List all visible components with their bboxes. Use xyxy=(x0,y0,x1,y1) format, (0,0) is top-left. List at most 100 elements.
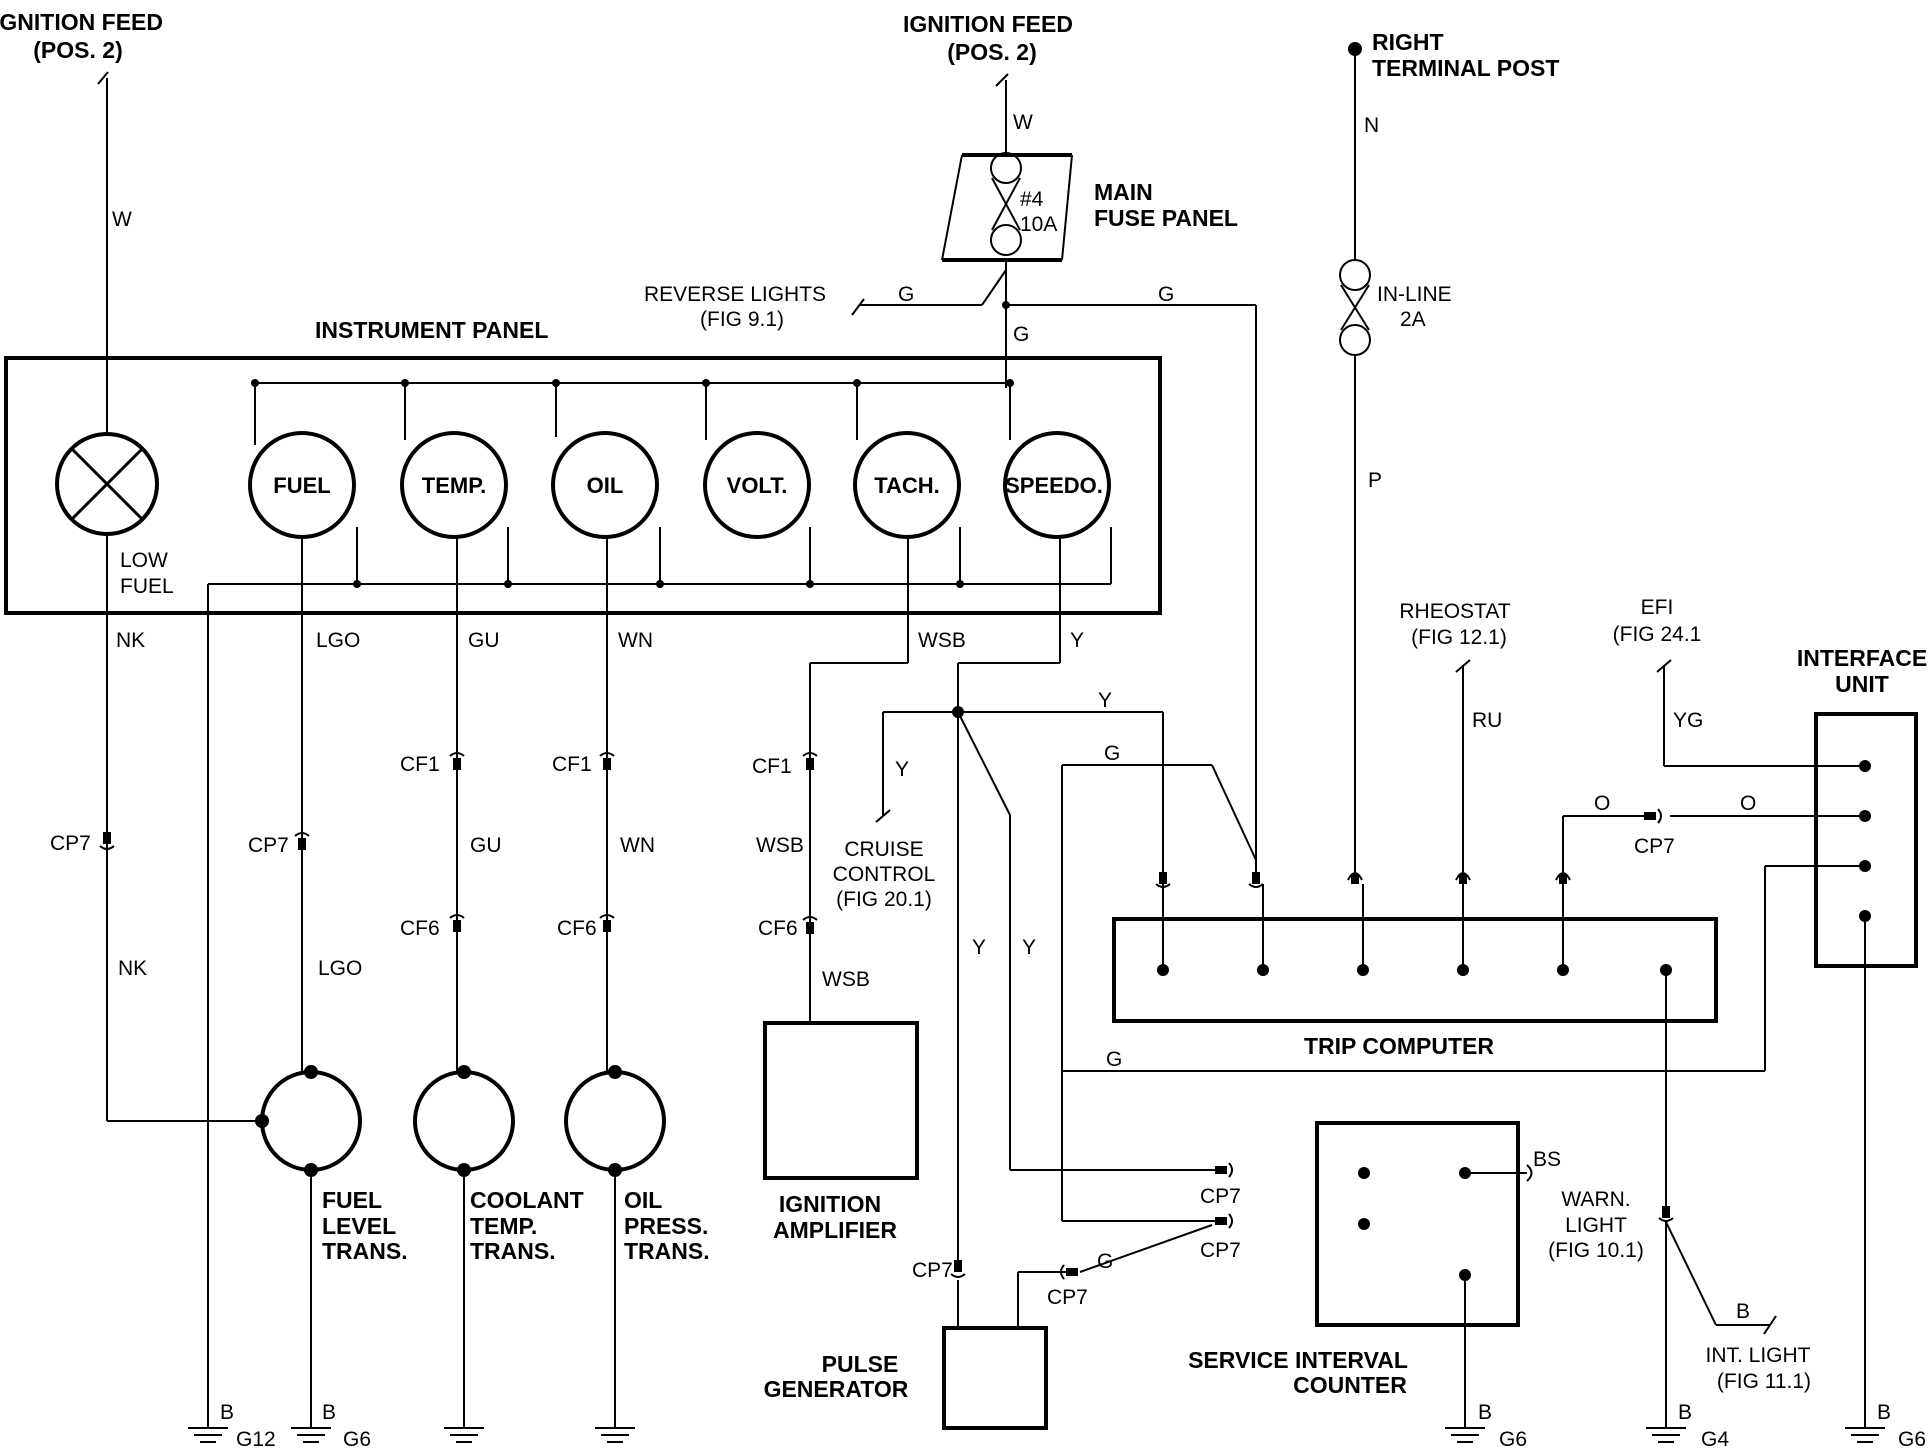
svg-text:G: G xyxy=(1104,742,1120,765)
label-cruise-3: (FIG 20.1) xyxy=(836,888,932,911)
main-fuse-panel xyxy=(941,152,1073,262)
gauge-label-speedo: SPEEDO. xyxy=(1005,473,1103,498)
svg-text:WSB: WSB xyxy=(756,834,804,857)
svg-text:CP7: CP7 xyxy=(248,834,289,857)
connector-labels: CP7 CP7 CP7 CP7 CP7 CP7 CP7 CF1 CF1 CF1 … xyxy=(50,753,1675,1309)
svg-text:GU: GU xyxy=(470,834,502,857)
label-rheostat-2: (FIG 12.1) xyxy=(1411,626,1507,649)
svg-text:G: G xyxy=(1158,283,1174,306)
label-cruise-2: CONTROL xyxy=(833,863,936,886)
label-fuel-trans-2: LEVEL xyxy=(322,1213,396,1239)
svg-text:CF6: CF6 xyxy=(557,917,597,940)
label-main-fuse-2: FUSE PANEL xyxy=(1094,205,1238,231)
label-right-terminal-1: RIGHT xyxy=(1372,29,1444,55)
svg-text:YG: YG xyxy=(1673,709,1703,732)
svg-text:LGO: LGO xyxy=(316,629,360,652)
label-coolant-3: TRANS. xyxy=(470,1238,556,1264)
svg-text:CF1: CF1 xyxy=(552,753,592,776)
svg-text:G6: G6 xyxy=(343,1428,371,1451)
label-efi-1: EFI xyxy=(1641,596,1674,619)
label-ign-amp-2: AMPLIFIER xyxy=(773,1217,897,1243)
svg-text:WSB: WSB xyxy=(822,968,870,991)
svg-text:B: B xyxy=(220,1401,234,1424)
label-right-terminal-2: TERMINAL POST xyxy=(1372,55,1559,81)
coolant-temp-transmitter xyxy=(413,1070,515,1172)
label-fuse-amp: 10A xyxy=(1020,213,1057,236)
gauge-temp xyxy=(400,431,508,539)
svg-text:P: P xyxy=(1368,469,1382,492)
label-reverse-1: REVERSE LIGHTS xyxy=(644,283,826,306)
gauge-label-oil: OIL xyxy=(587,473,624,498)
label-fuel-trans-3: TRANS. xyxy=(322,1238,408,1264)
pulse-generator-box xyxy=(942,1326,1048,1430)
svg-text:G4: G4 xyxy=(1701,1428,1729,1451)
svg-text:CP7: CP7 xyxy=(1047,1286,1088,1309)
label-low-fuel-1: LOW xyxy=(120,549,168,572)
gauge-label-temp: TEMP. xyxy=(422,473,486,498)
svg-text:N: N xyxy=(1364,114,1379,137)
svg-text:B: B xyxy=(1736,1300,1750,1323)
label-main-fuse-1: MAIN xyxy=(1094,179,1153,205)
svg-text:WN: WN xyxy=(620,834,655,857)
oil-press-transmitter xyxy=(564,1070,666,1172)
label-coolant-2: TEMP. xyxy=(470,1213,537,1239)
gauge-label-tach: TACH. xyxy=(874,473,940,498)
svg-text:B: B xyxy=(1478,1401,1492,1424)
gauge-label-volt: VOLT. xyxy=(727,473,788,498)
label-instrument-panel: INSTRUMENT PANEL xyxy=(315,317,548,343)
fuel-level-transmitter xyxy=(260,1070,362,1172)
svg-text:G: G xyxy=(1106,1048,1122,1071)
svg-text:NK: NK xyxy=(116,629,145,652)
svg-text:Y: Y xyxy=(1070,629,1084,652)
svg-text:G6: G6 xyxy=(1499,1428,1527,1451)
label-int-light-1: INT. LIGHT xyxy=(1705,1344,1810,1367)
junction-dots xyxy=(251,42,1871,1281)
gauge-speedo xyxy=(1003,431,1111,539)
svg-text:WN: WN xyxy=(618,629,653,652)
label-interface-1: INTERFACE xyxy=(1797,645,1927,671)
svg-text:CP7: CP7 xyxy=(1200,1239,1241,1262)
svg-text:LGO: LGO xyxy=(318,957,362,980)
svg-text:GU: GU xyxy=(468,629,500,652)
trip-computer-box xyxy=(1112,917,1718,1023)
svg-text:G: G xyxy=(898,283,914,306)
label-inline-1: IN-LINE xyxy=(1377,283,1452,306)
svg-text:RU: RU xyxy=(1472,709,1502,732)
label-oilp-3: TRANS. xyxy=(624,1238,710,1264)
svg-text:Y: Y xyxy=(1098,689,1112,712)
svg-text:G6: G6 xyxy=(1898,1428,1926,1451)
low-fuel-lamp-icon xyxy=(55,432,159,536)
svg-text:G: G xyxy=(1097,1250,1113,1273)
label-ign-feed-center-pos: (POS. 2) xyxy=(947,39,1036,65)
label-inline-2: 2A xyxy=(1400,308,1426,331)
svg-text:W: W xyxy=(112,208,132,231)
label-sic-2: COUNTER xyxy=(1293,1372,1407,1398)
svg-text:Y: Y xyxy=(1022,936,1036,959)
svg-text:CP7: CP7 xyxy=(912,1259,953,1282)
label-rheostat-1: RHEOSTAT xyxy=(1399,600,1510,623)
label-fuse-num: #4 xyxy=(1020,188,1044,211)
gauge-volt xyxy=(703,431,811,539)
in-line-fuse xyxy=(1339,259,1371,356)
label-interface-2: UNIT xyxy=(1835,671,1889,697)
svg-text:Y: Y xyxy=(972,936,986,959)
ignition-amplifier-box xyxy=(763,1021,919,1180)
svg-text:W: W xyxy=(1013,111,1033,134)
label-reverse-2: (FIG 9.1) xyxy=(700,308,784,331)
svg-text:WSB: WSB xyxy=(918,629,966,652)
label-int-light-2: (FIG 11.1) xyxy=(1717,1370,1811,1393)
svg-text:CP7: CP7 xyxy=(1200,1185,1241,1208)
ground-labels: B G12 B G6 B G6 B G4 B G6 xyxy=(220,1401,1926,1451)
instrument-panel-box xyxy=(4,356,1162,615)
svg-text:BS: BS xyxy=(1533,1148,1561,1171)
label-ign-feed-center: IGNITION FEED xyxy=(903,11,1073,37)
svg-text:O: O xyxy=(1740,792,1756,815)
label-trip-computer: TRIP COMPUTER xyxy=(1304,1033,1494,1059)
svg-text:CP7: CP7 xyxy=(50,832,91,855)
label-ign-feed-left: IGNITION FEED xyxy=(0,9,163,35)
svg-text:B: B xyxy=(1877,1401,1891,1424)
svg-text:Y: Y xyxy=(895,758,909,781)
svg-text:CF6: CF6 xyxy=(400,917,440,940)
svg-text:CF1: CF1 xyxy=(752,755,792,778)
svg-text:CF6: CF6 xyxy=(758,917,798,940)
